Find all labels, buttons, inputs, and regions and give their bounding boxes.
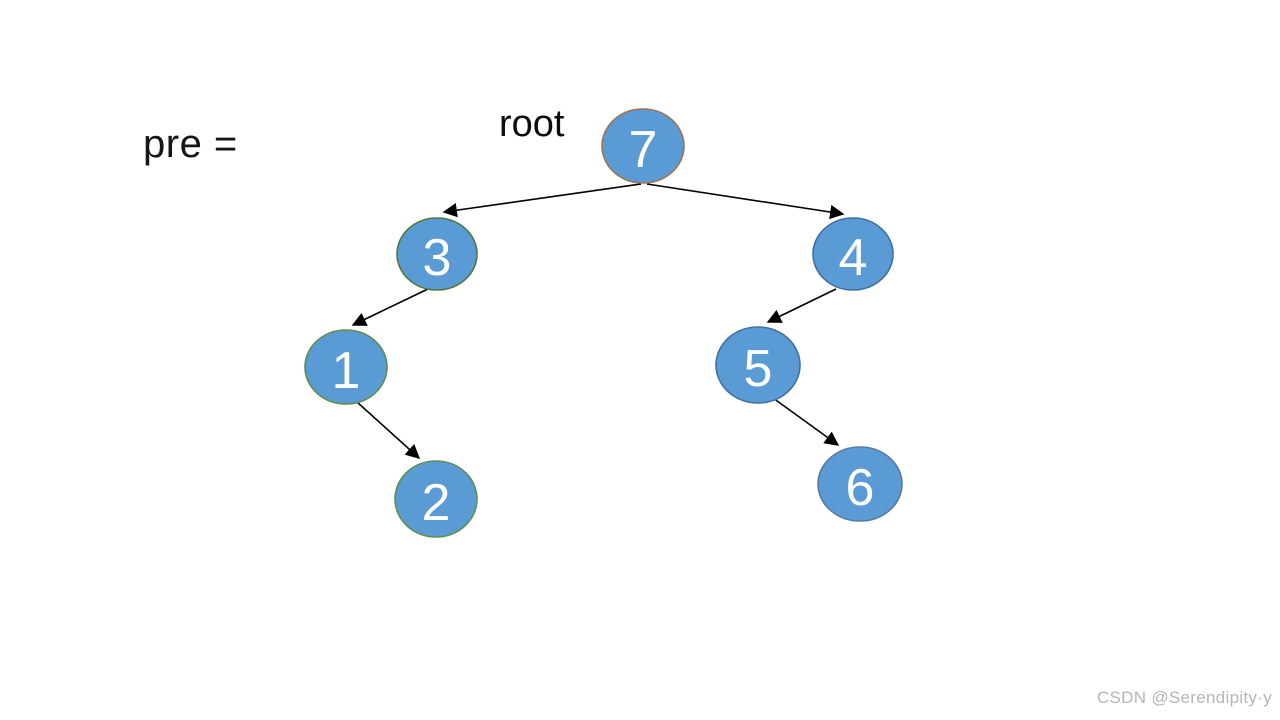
tree-edge-4-5 (766, 288, 837, 323)
tree-edge-3-1 (351, 287, 431, 326)
node-label-5: 5 (744, 340, 773, 398)
root-pointer-label: root (499, 103, 565, 145)
tree-node-4: 4 (812, 217, 894, 291)
tree-node-5: 5 (715, 326, 801, 404)
node-label-6: 6 (846, 459, 875, 517)
tree-node-7: 7 (601, 108, 685, 184)
pre-equals-label: pre = (143, 122, 238, 166)
tree-nodes: 7 3 4 1 5 2 6 (304, 108, 903, 538)
node-circle-4 (812, 217, 894, 291)
tree-node-3: 3 (396, 217, 478, 291)
tree-edge-5-6 (772, 397, 840, 446)
tree-edges (351, 183, 845, 459)
tree-edge-1-2 (356, 401, 421, 459)
tree-edge-7-3 (442, 183, 642, 218)
node-circle-1 (304, 329, 388, 405)
node-circle-6 (817, 446, 903, 522)
tree-node-2: 2 (394, 460, 478, 538)
tree-node-1: 1 (304, 329, 388, 405)
node-circle-3 (396, 217, 478, 291)
node-circle-5 (715, 326, 801, 404)
node-label-7: 7 (629, 121, 658, 179)
node-label-3: 3 (423, 229, 452, 287)
node-label-1: 1 (332, 342, 361, 400)
node-label-2: 2 (422, 474, 451, 532)
watermark: CSDN @Serendipity·y (1096, 688, 1272, 707)
tree-edge-7-4 (646, 183, 845, 220)
node-circle-7 (601, 108, 685, 184)
node-circle-2 (394, 460, 478, 538)
node-label-4: 4 (839, 229, 868, 287)
tree-node-6: 6 (817, 446, 903, 522)
